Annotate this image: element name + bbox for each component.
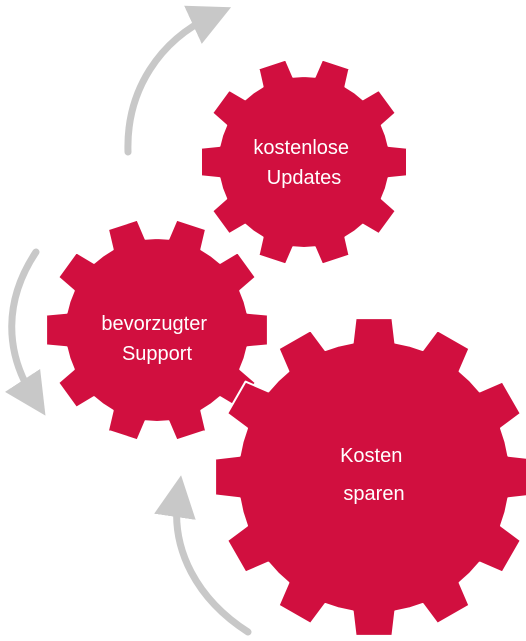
- gear-shape: [200, 58, 408, 266]
- gear-shape: [214, 317, 526, 637]
- gear-kosten-sparen: Kosten sparen: [214, 317, 526, 637]
- gear-shape: [45, 218, 269, 442]
- curved-arrow-icon: [154, 475, 252, 636]
- gear-label: bevorzugter Support: [101, 313, 212, 365]
- gear-bevorzugter-support: bevorzugter Support: [45, 218, 269, 442]
- curved-arrow-icon: [124, 5, 232, 156]
- gear-kostenlose-updates: kostenlose Updates: [200, 58, 408, 266]
- gear-label: kostenlose Updates: [253, 137, 354, 189]
- curved-arrow-icon: [4, 248, 46, 416]
- gear-label: Kosten sparen: [340, 445, 408, 505]
